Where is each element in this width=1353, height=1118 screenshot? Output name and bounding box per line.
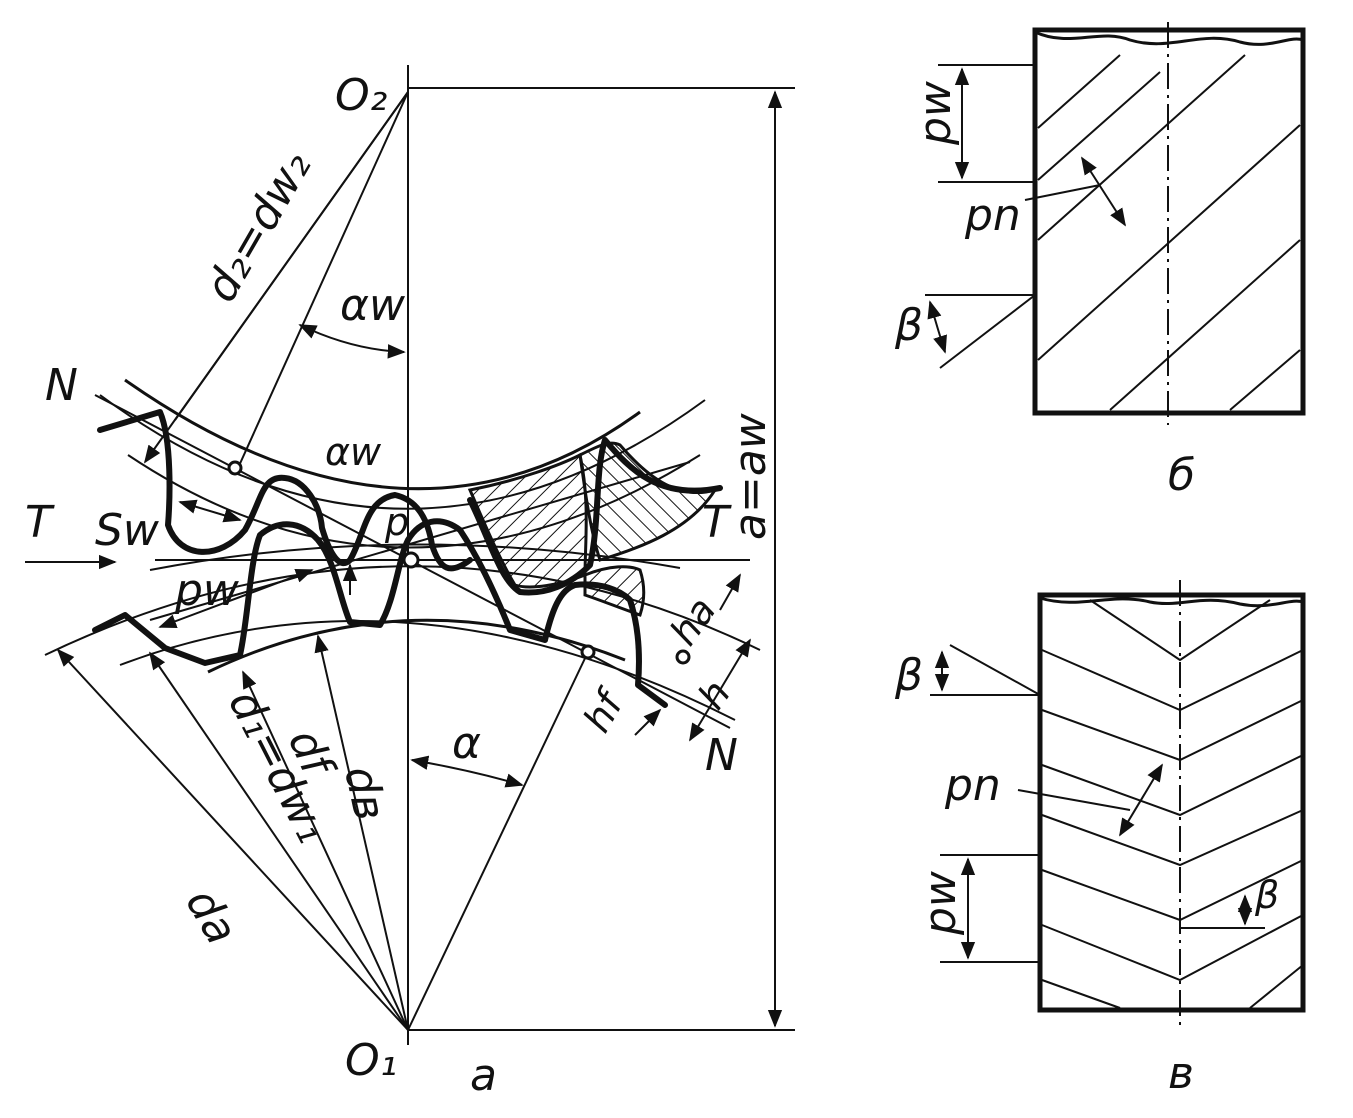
panel-a-caption: а bbox=[470, 1050, 497, 1101]
herringbone-teeth-lines bbox=[1041, 599, 1304, 1009]
o2-label: O₂ bbox=[335, 70, 387, 121]
sw-arrow bbox=[178, 499, 242, 523]
b-pn-dimension bbox=[1081, 156, 1126, 227]
hf-arrow bbox=[634, 708, 662, 736]
gear1-root-circle bbox=[207, 618, 626, 674]
p-label: p bbox=[384, 500, 409, 544]
pitch-point bbox=[402, 551, 420, 569]
ha-arrow bbox=[719, 573, 741, 611]
aw-label: a=aw bbox=[725, 412, 776, 540]
pw-arrow bbox=[158, 568, 314, 629]
base-point-gear1 bbox=[580, 644, 596, 660]
gear2-teeth bbox=[97, 409, 473, 572]
b-pn-label: pn bbox=[964, 190, 1021, 241]
alpha-w-arc-top bbox=[298, 324, 406, 359]
db-label: dв bbox=[334, 762, 395, 825]
v-pw-label: pw bbox=[915, 870, 966, 936]
d2-label: d₂=dw₂ bbox=[195, 143, 321, 311]
da-label: da bbox=[175, 880, 247, 953]
alpha-w-mid-label: αw bbox=[325, 430, 382, 474]
df-radius-line bbox=[242, 670, 409, 1031]
v-beta-bottom-label: β bbox=[1254, 873, 1279, 917]
contact-point bbox=[675, 649, 691, 665]
o2-tooth-line bbox=[174, 91, 409, 421]
hf-label: hf bbox=[575, 680, 635, 739]
panel-b-helical-gear: pw pn β б bbox=[894, 22, 1306, 501]
da-radius-line bbox=[56, 648, 409, 1031]
gear2-root-circle bbox=[124, 378, 641, 491]
alpha-arc-bottom bbox=[410, 755, 524, 788]
v-pn-label: pn bbox=[944, 760, 1001, 811]
panel-a-gear-mesh: O₂ O₁ N N T T p Sw pw αw αw α ha h hf a=… bbox=[25, 65, 795, 1101]
panel-v-caption: в bbox=[1168, 1048, 1194, 1099]
hatched-root-zone bbox=[583, 565, 646, 617]
hatched-tooth-zone bbox=[578, 441, 719, 562]
o1-label: O₁ bbox=[345, 1035, 397, 1086]
panel-b-caption: б bbox=[1168, 450, 1195, 501]
t-left-label: T bbox=[25, 497, 55, 548]
v-beta-top-label: β bbox=[894, 650, 923, 701]
gear1-outer-circle bbox=[119, 620, 736, 721]
base-point-gear2 bbox=[227, 460, 243, 476]
panel-v-herringbone-gear: β pn pw β в bbox=[894, 580, 1306, 1099]
alpha-w-top-label: αw bbox=[340, 280, 406, 331]
b-beta-label: β bbox=[894, 300, 923, 351]
alpha-label: α bbox=[452, 718, 481, 769]
n-top-label: N bbox=[45, 360, 78, 411]
o2-base-radius-line bbox=[237, 91, 409, 469]
gear1-addendum-circle bbox=[44, 565, 761, 656]
ha-label: ha bbox=[661, 589, 724, 653]
b-beta-arc bbox=[927, 300, 947, 354]
herringbone-gear-body bbox=[1037, 592, 1306, 1013]
b-pw-label: pw bbox=[910, 80, 961, 146]
o1-base-point-line bbox=[407, 651, 589, 1031]
t-right-label: T bbox=[702, 497, 732, 548]
d1-radius-line bbox=[148, 651, 409, 1031]
n-bottom-label: N bbox=[705, 730, 738, 781]
h-dimension bbox=[689, 638, 751, 742]
sw-label: Sw bbox=[95, 505, 160, 556]
helical-teeth-lines bbox=[1037, 54, 1301, 411]
db-radius-line bbox=[314, 634, 409, 1031]
pw-label: pw bbox=[174, 565, 240, 616]
hatched-contact-zone bbox=[467, 452, 588, 589]
v-pn-dimension bbox=[1119, 763, 1163, 837]
